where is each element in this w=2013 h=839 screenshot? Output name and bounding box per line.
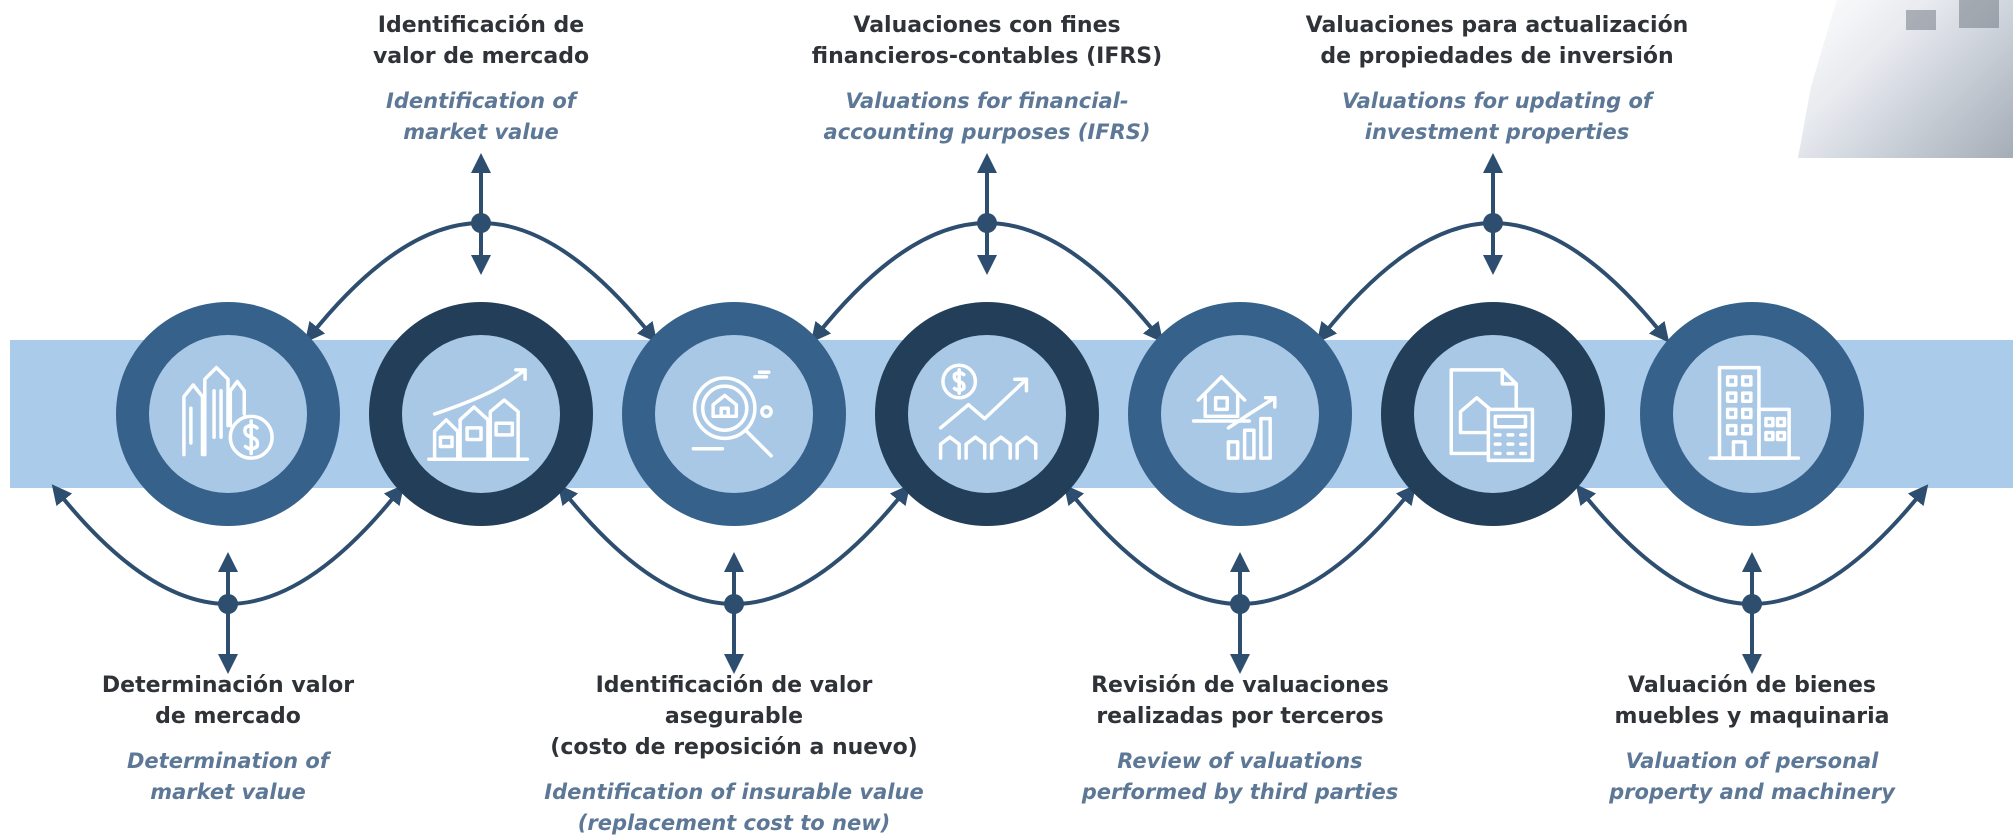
bottom-label-3: Revisión de valuaciones realizadas por t… bbox=[1030, 670, 1450, 808]
label-english: Valuations for financial- accounting pur… bbox=[823, 89, 1151, 144]
node-5 bbox=[1128, 302, 1352, 526]
node-2 bbox=[369, 302, 593, 526]
hub-dot bbox=[218, 594, 238, 614]
node-4 bbox=[875, 302, 1099, 526]
node-1 bbox=[116, 302, 340, 526]
dollar-trend-houses-icon bbox=[938, 363, 1038, 460]
label-spanish: Revisión de valuaciones realizadas por t… bbox=[1091, 673, 1389, 729]
bottom-label-2: Identificación de valor asegurable (cost… bbox=[524, 670, 944, 839]
document-calculator-icon bbox=[1449, 368, 1535, 463]
label-english: Review of valuations performed by third … bbox=[1081, 749, 1399, 804]
background-photo bbox=[1798, 0, 2013, 158]
label-english: Valuation of personal property and machi… bbox=[1609, 749, 1895, 804]
hub-dot bbox=[1742, 594, 1762, 614]
node-3 bbox=[622, 302, 846, 526]
label-spanish: Determinación valor de mercado bbox=[101, 673, 355, 729]
label-spanish: Valuación de bienes muebles y maquinaria bbox=[1614, 673, 1890, 729]
buildings-dollar-icon bbox=[182, 365, 274, 460]
connector-arcs bbox=[51, 153, 1929, 674]
label-spanish: Valuaciones con fines financieros-contab… bbox=[811, 13, 1163, 69]
top-label-3: Valuaciones para actualización de propie… bbox=[1287, 10, 1707, 148]
label-spanish: Identificación de valor asegurable (cost… bbox=[550, 673, 918, 760]
hub-dot bbox=[724, 594, 744, 614]
hub-dot bbox=[1483, 213, 1503, 233]
hub-dot bbox=[1230, 594, 1250, 614]
label-spanish: Valuaciones para actualización de propie… bbox=[1305, 13, 1689, 69]
label-spanish: Identificación de valor de mercado bbox=[372, 13, 590, 69]
hub-dot bbox=[471, 213, 491, 233]
label-english: Determination of market value bbox=[126, 749, 329, 804]
houses-growth-icon bbox=[427, 368, 530, 461]
top-label-1: Identificación de valor de mercado Ident… bbox=[271, 10, 691, 148]
office-building-icon bbox=[1708, 365, 1801, 460]
hub-dot bbox=[977, 213, 997, 233]
label-english: Identification of market value bbox=[386, 89, 576, 144]
bottom-label-4: Valuación de bienes muebles y maquinaria… bbox=[1542, 670, 1962, 808]
node-6 bbox=[1381, 302, 1605, 526]
label-english: Identification of insurable value (repla… bbox=[544, 780, 924, 835]
house-bar-chart-icon bbox=[1191, 375, 1277, 460]
node-7 bbox=[1640, 302, 1864, 526]
bottom-label-1: Determinación valor de mercado Determina… bbox=[18, 670, 438, 808]
house-magnifier-icon bbox=[691, 370, 773, 458]
top-label-2: Valuaciones con fines financieros-contab… bbox=[777, 10, 1197, 148]
label-english: Valuations for updating of investment pr… bbox=[1341, 89, 1653, 144]
